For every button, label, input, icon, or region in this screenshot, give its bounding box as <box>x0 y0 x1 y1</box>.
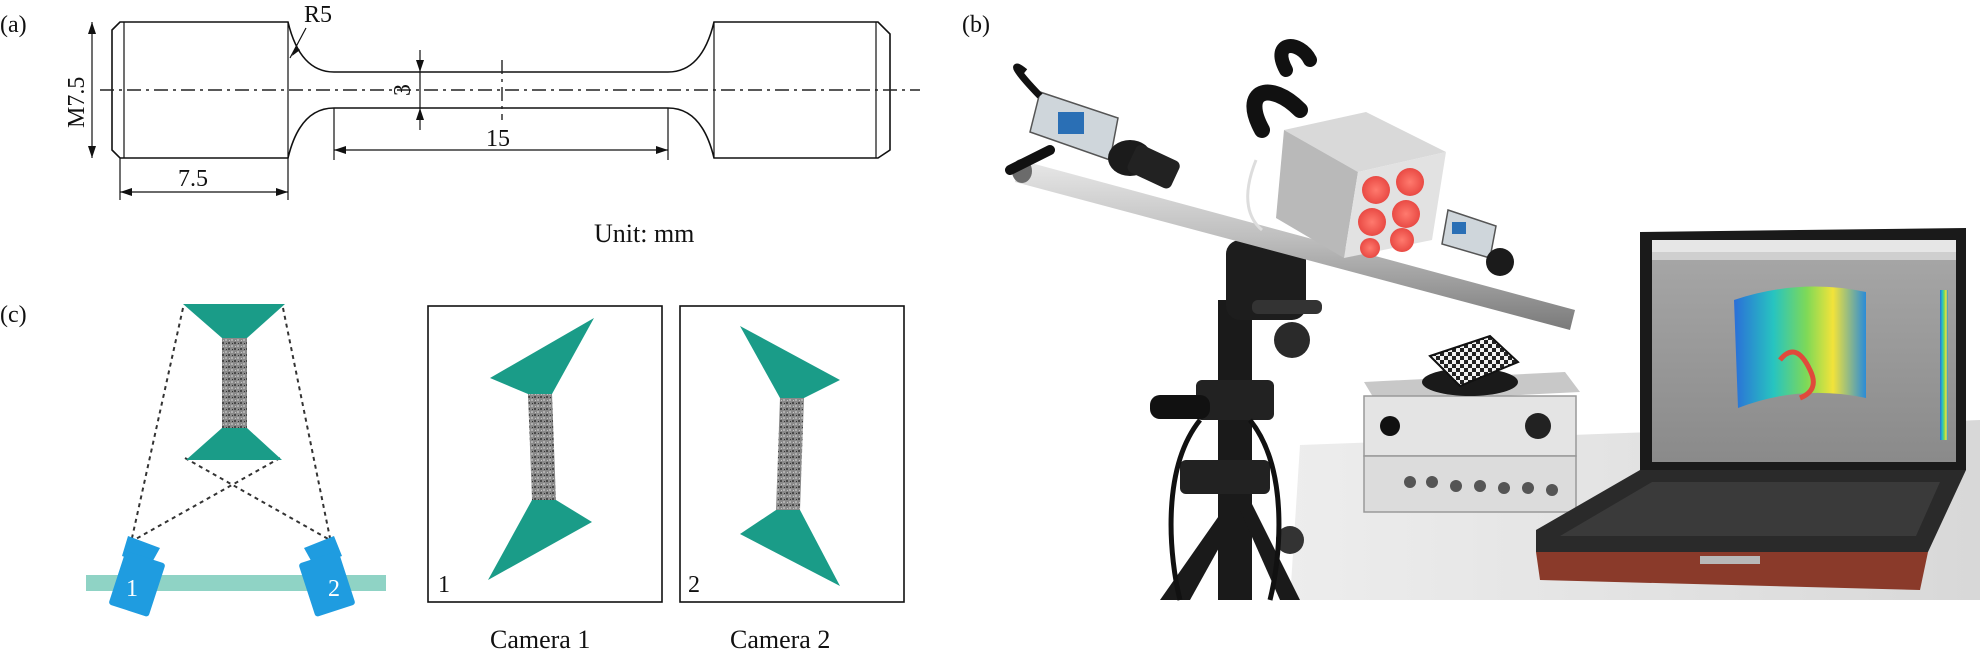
laptop <box>1536 228 1966 590</box>
camera-1-view-number: 1 <box>438 572 450 598</box>
gauge-width-arrow-top <box>416 60 424 72</box>
grip-length-arrow-left <box>120 188 132 196</box>
panel-c: (c) 1 2 1 <box>0 302 905 654</box>
specimen-top-grip <box>183 304 285 338</box>
panel-b-label: (b) <box>962 12 990 38</box>
left-camera <box>1013 63 1180 189</box>
controller-box <box>1363 372 1580 513</box>
radius-label: R5 <box>304 2 332 28</box>
radius-leader-arrow <box>292 46 300 56</box>
camera-2-view-frame <box>679 305 905 603</box>
panel-a-label: (a) <box>0 12 27 38</box>
thread-label: M7.5 <box>64 77 90 128</box>
dic-setup-photo <box>1005 39 1980 601</box>
grip-length-arrow-right <box>276 188 288 196</box>
thread-dim-arrow-bottom <box>88 146 96 158</box>
camera-2-view-number: 2 <box>688 572 700 598</box>
sight-line-cam2-right <box>282 307 331 539</box>
specimen-gauge-speckle <box>222 338 247 428</box>
grip-length-label: 7.5 <box>178 166 208 192</box>
sight-line-cam1-left <box>131 307 184 539</box>
camera-bar <box>1015 160 1575 330</box>
gauge-length-arrow-right <box>656 146 668 154</box>
led-light-source <box>1246 39 1446 258</box>
camera-2-caption: Camera 2 <box>730 625 830 654</box>
camera-1-icon <box>109 536 165 617</box>
specimen-outline <box>111 21 891 159</box>
gauge-width-label: 3 <box>390 84 416 96</box>
camera-2-view-specimen <box>740 326 840 586</box>
radius-leader <box>289 27 307 59</box>
panel-c-label: (c) <box>0 302 27 328</box>
specimen-bottom-grip <box>186 428 282 460</box>
camera-1-caption: Camera 1 <box>490 625 590 654</box>
tripod <box>1150 240 1322 601</box>
gauge-width-arrow-bottom <box>416 108 424 120</box>
camera-1-view-frame <box>427 305 663 603</box>
panel-a: (a) M7.5 R5 3 15 <box>0 2 920 248</box>
camera-2-number: 2 <box>328 576 340 602</box>
camera-2-icon <box>299 536 355 617</box>
strain-contour-plot <box>1734 286 1866 408</box>
laptop-base <box>1536 552 1928 590</box>
sight-line-cam1-cross <box>133 457 281 541</box>
calibration-target <box>1422 334 1520 396</box>
right-camera <box>1441 209 1514 276</box>
sight-line-cam2-cross <box>184 457 331 541</box>
camera-1-number: 1 <box>126 576 138 602</box>
thread-dim-arrow-top <box>88 22 96 34</box>
panel-b: (b) <box>962 12 1980 601</box>
gauge-length-arrow-left <box>334 146 346 154</box>
unit-label: Unit: mm <box>594 219 694 248</box>
gauge-length-label: 15 <box>486 126 510 152</box>
camera-1-view-specimen <box>488 318 594 580</box>
